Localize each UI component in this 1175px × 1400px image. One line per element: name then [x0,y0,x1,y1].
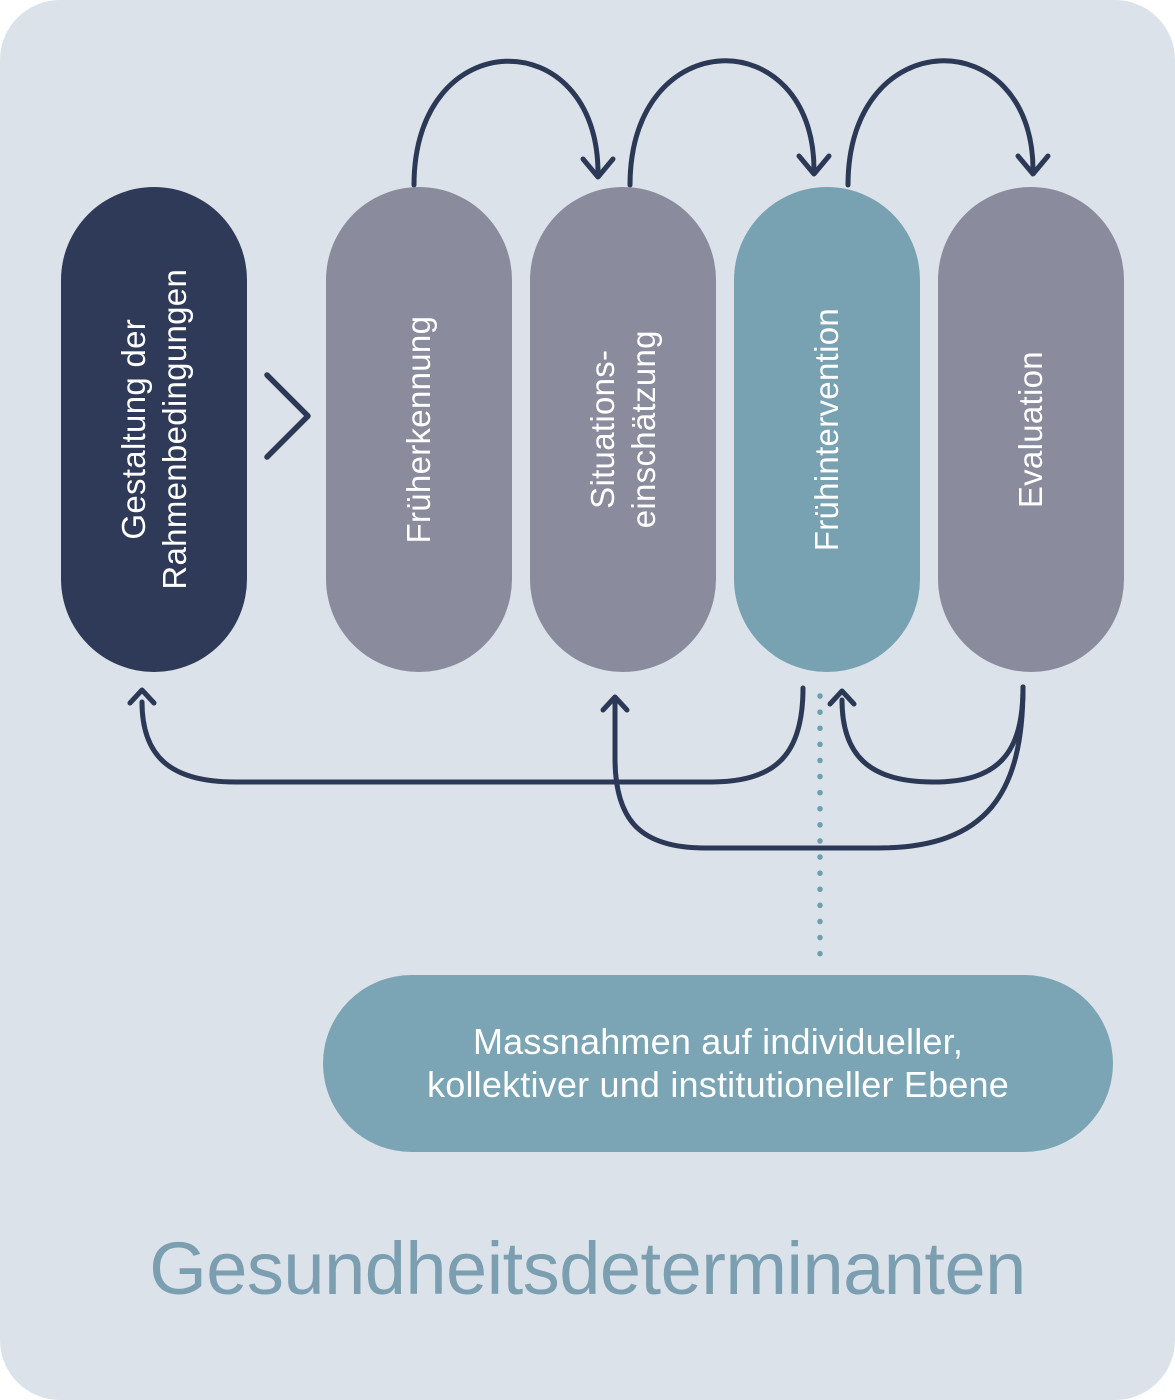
arc-arrow-fruehintervention-evaluation [845,58,1036,188]
arc-arrowhead-icon-3 [1015,153,1051,177]
measures-box-label: Massnahmen auf individueller, kollektive… [427,1021,1009,1105]
stage-pill-frueherkennung: Früherkennung [326,187,512,672]
arc-arrowhead-icon-1 [580,156,616,180]
arc-arrow-frueherkennung-situationseinschaetzung [411,58,601,188]
feedback-arrowhead-icon-1 [127,687,157,706]
arc-arrow-situationseinschaetzung-fruehintervention [627,58,817,188]
stage-label-frueherkennung: Früherkennung [400,315,438,544]
stage-pill-fruehintervention: Frühintervention [734,187,920,672]
feedback-arrow-evaluation-situationseinschaetzung [612,684,1026,851]
feedback-arrow-evaluation-fruehintervention [839,684,1026,785]
feedback-arrow-fruehintervention-rahmenbedingungen [139,685,806,785]
stage-pill-evaluation: Evaluation [938,187,1124,672]
stage-pill-situationseinschaetzung: Situations- einschätzung [530,187,716,672]
chevron-right-icon [264,372,311,460]
arc-arrowhead-icon-2 [796,153,832,177]
footer-title: Gesundheitsdeterminanten [149,1227,1026,1310]
stage-label-evaluation: Evaluation [1012,350,1050,509]
stage-pill-rahmenbedingungen: Gestaltung der Rahmenbedingungen [61,187,247,672]
stage-label-rahmenbedingungen: Gestaltung der Rahmenbedingungen [114,269,194,590]
stage-label-fruehintervention: Frühintervention [808,307,846,552]
feedback-arrowhead-icon-3 [600,694,630,713]
measures-box: Massnahmen auf individueller, kollektive… [323,975,1113,1152]
feedback-arrowhead-icon-2 [827,688,857,707]
stage-label-situationseinschaetzung: Situations- einschätzung [583,330,663,529]
